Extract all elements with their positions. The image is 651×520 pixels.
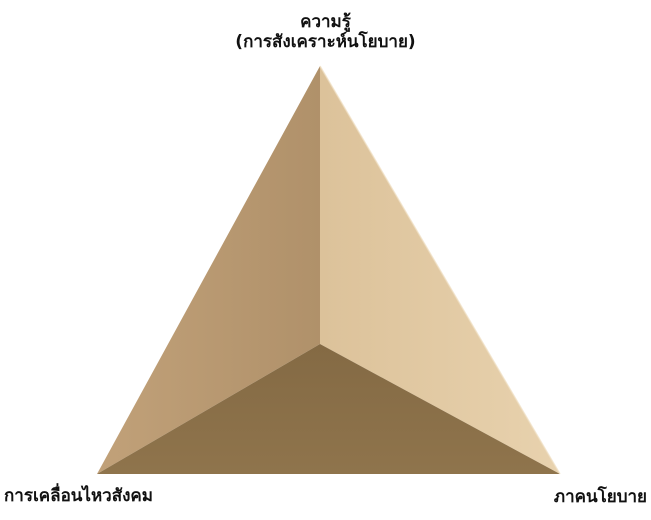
- bottom-left-vertex-label: การเคลื่อนไหวสังคม: [4, 486, 153, 506]
- top-vertex-label: ความรู้ (การสังเคราะห์นโยบาย): [0, 12, 651, 52]
- top-vertex-label-line1: ความรู้: [0, 12, 651, 32]
- top-vertex-label-line2: (การสังเคราะห์นโยบาย): [0, 32, 651, 52]
- bottom-right-vertex-label: ภาคนโยบาย: [554, 487, 647, 507]
